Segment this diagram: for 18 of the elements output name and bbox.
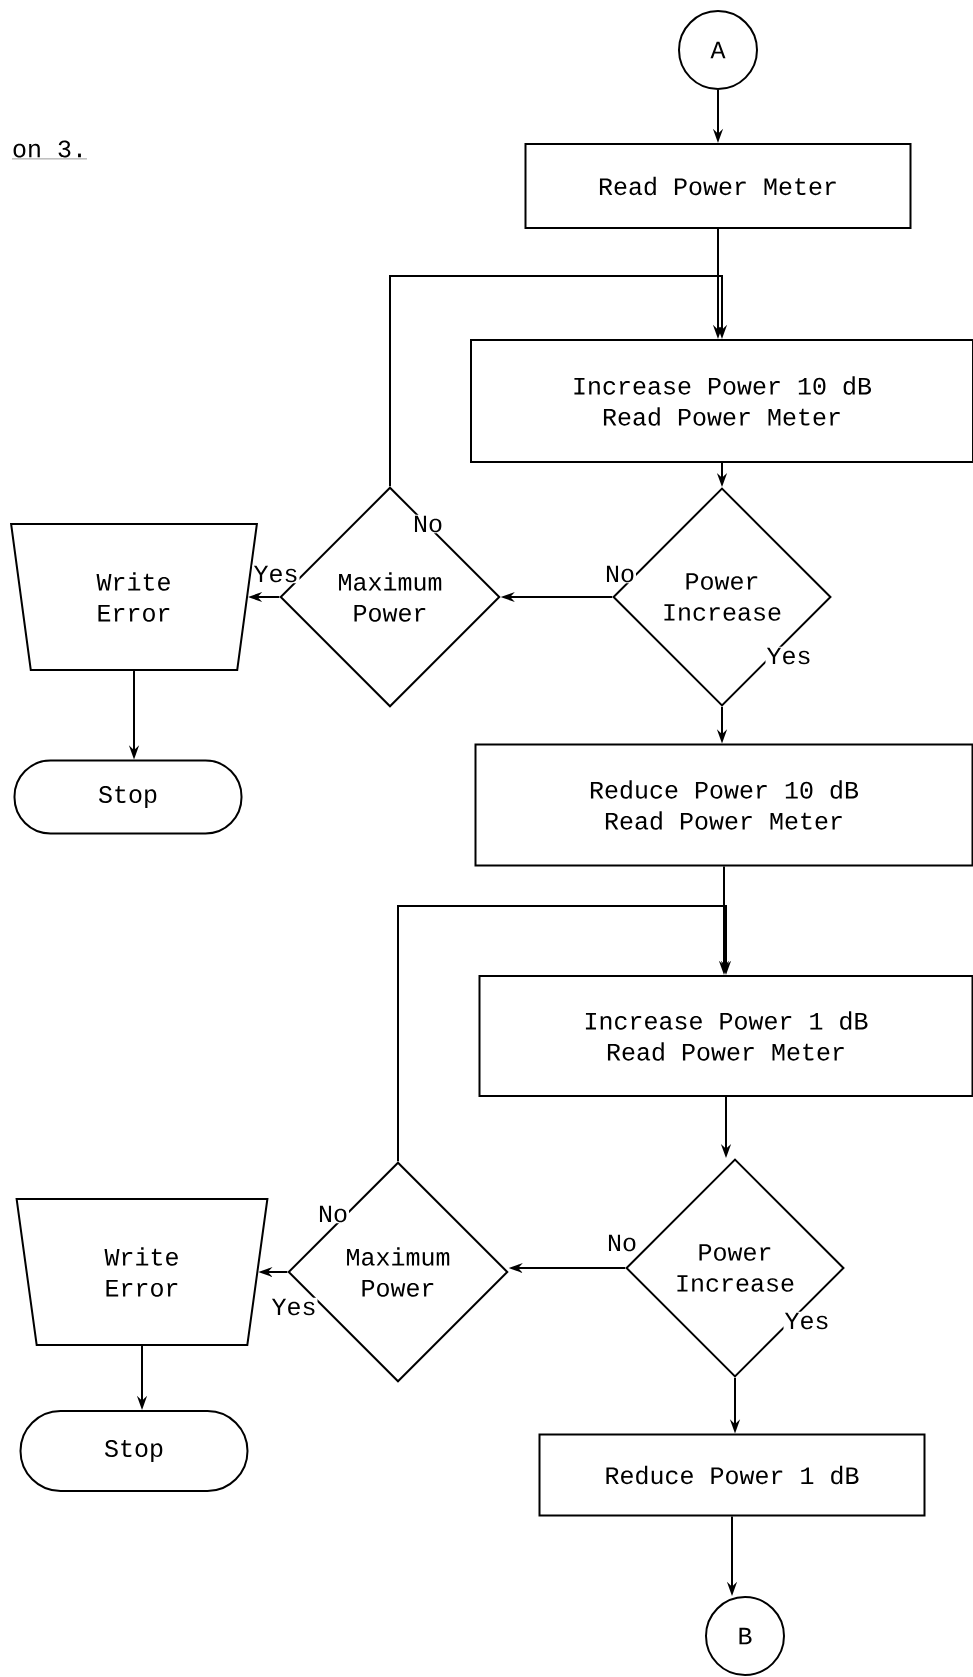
edge-label: Yes bbox=[252, 564, 300, 584]
edge-label: Yes bbox=[783, 1311, 831, 1331]
process-box: Read Power Meter bbox=[524, 143, 912, 229]
edge-label: No bbox=[412, 514, 444, 534]
heading-fragment: on 3. bbox=[11, 140, 88, 160]
process-box: Increase Power 10 dB Read Power Meter bbox=[470, 339, 973, 463]
output-trapezoid: Write Error bbox=[15, 1198, 269, 1346]
edge-label: Yes bbox=[765, 646, 813, 666]
edge-label: No bbox=[317, 1204, 349, 1224]
terminal-box: Stop bbox=[19, 1410, 249, 1492]
edge-label: Yes bbox=[270, 1297, 318, 1317]
terminal-box: Stop bbox=[13, 759, 243, 835]
edge-label: No bbox=[604, 564, 636, 584]
arrow bbox=[397, 905, 732, 1163]
process-box: Increase Power 1 dB Read Power Meter bbox=[478, 975, 973, 1097]
process-box: Reduce Power 1 dB bbox=[538, 1433, 926, 1517]
process-box: Reduce Power 10 dB Read Power Meter bbox=[474, 743, 973, 867]
arrow bbox=[389, 275, 728, 488]
